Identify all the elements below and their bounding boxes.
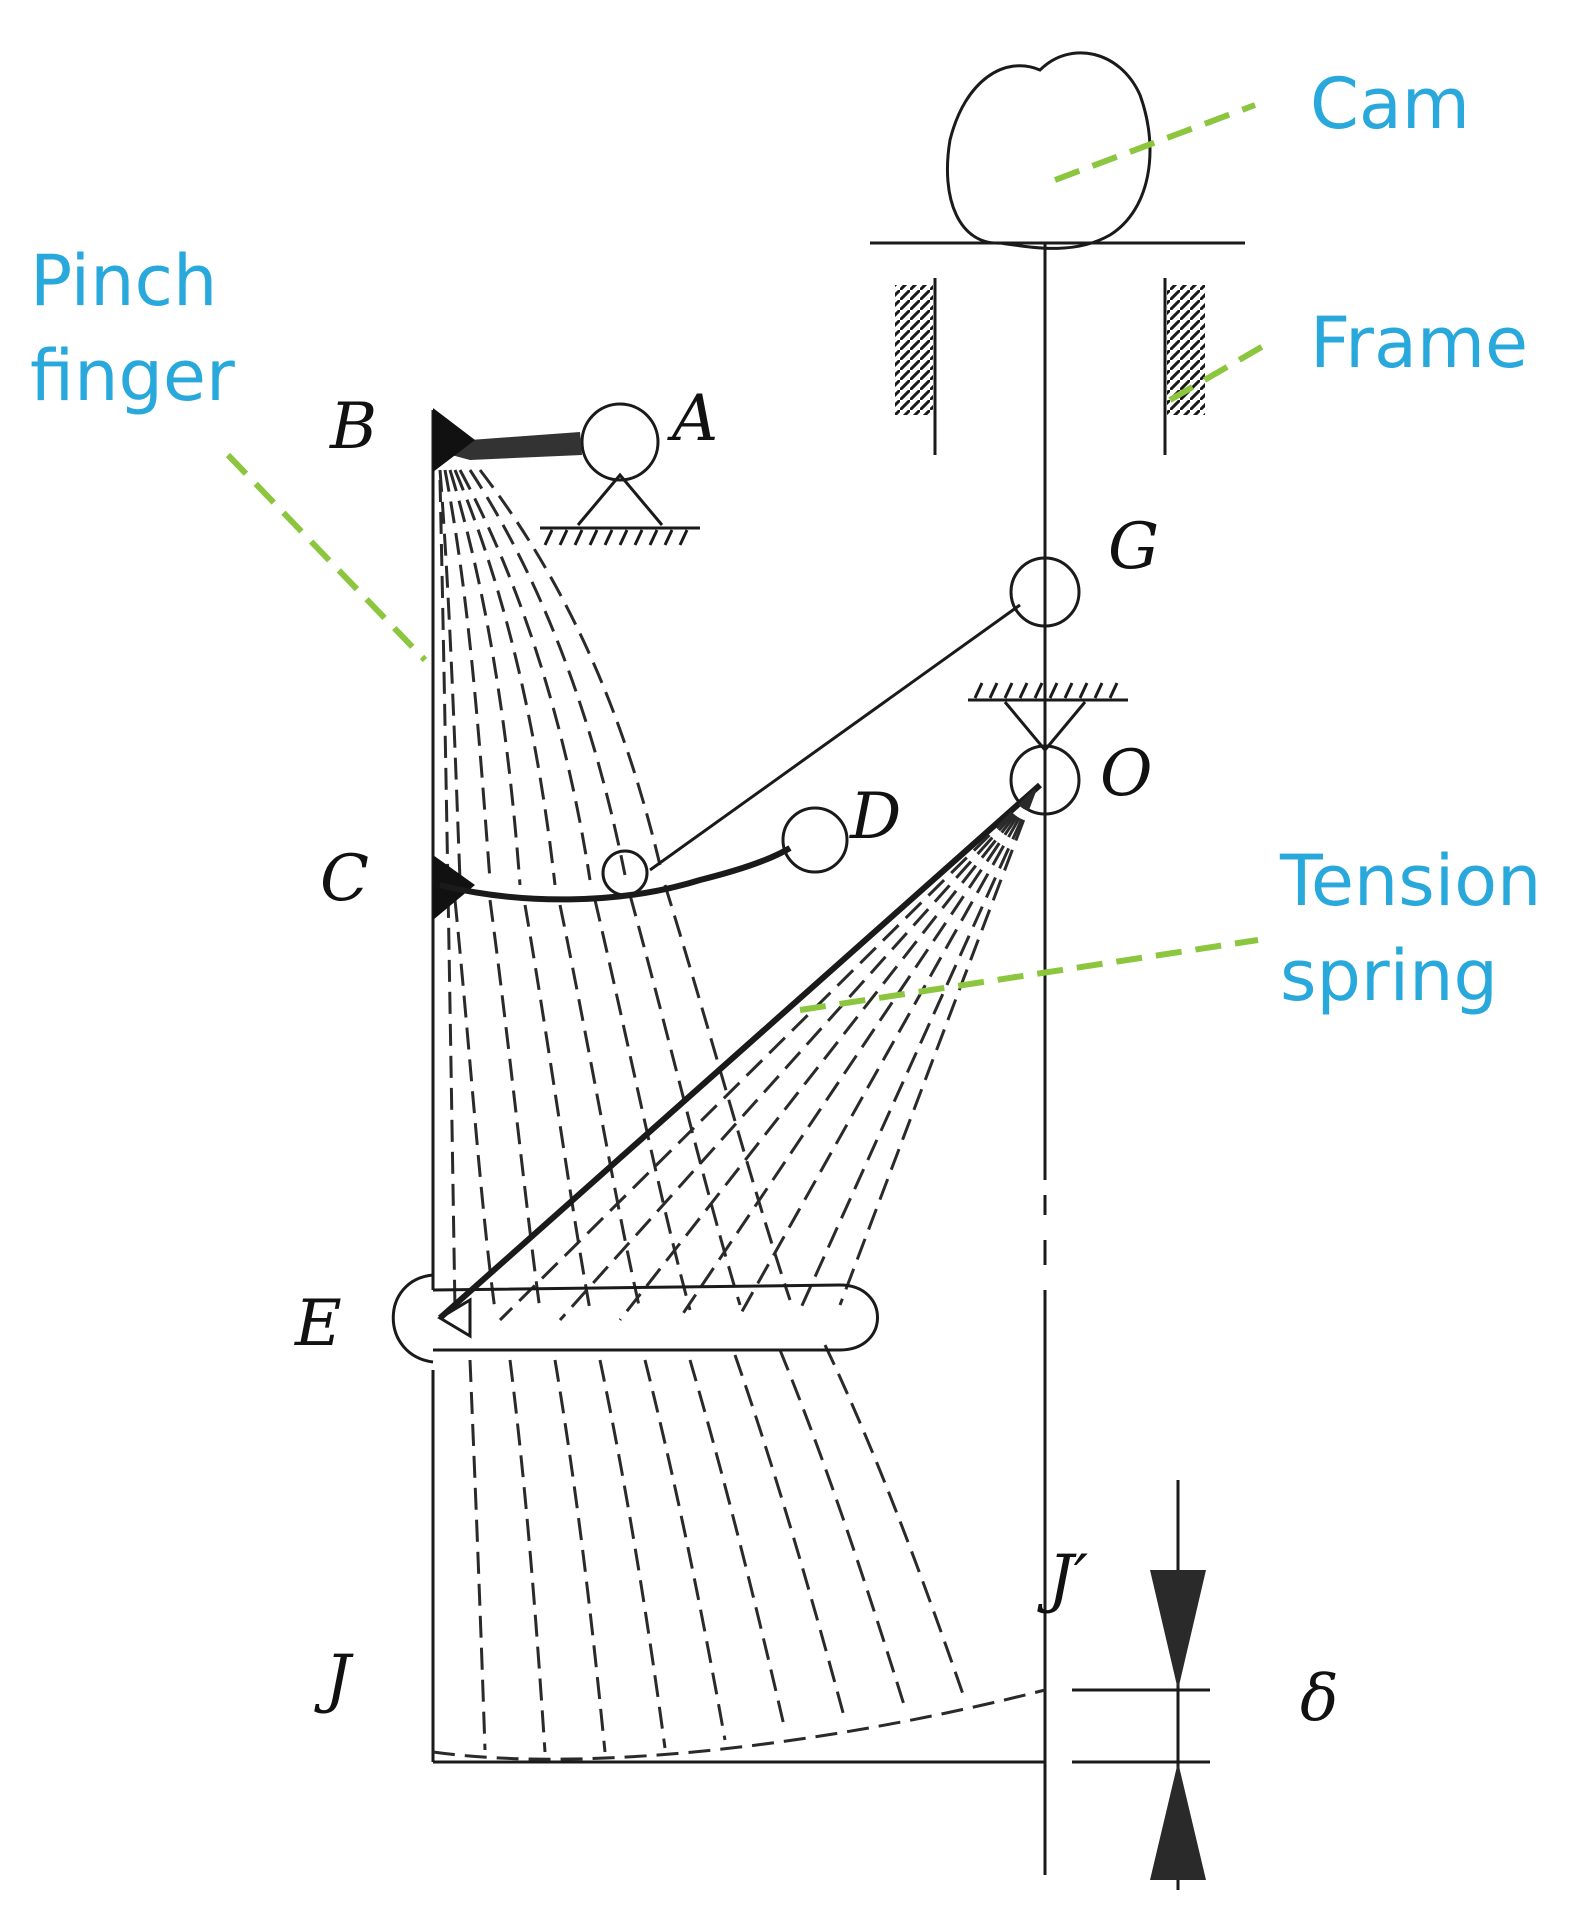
point-label-delta: δ <box>1300 1662 1339 1736</box>
tension-spring-label-2: spring <box>1280 935 1498 1017</box>
pinch-finger-label-2: finger <box>30 335 235 417</box>
cam-leader <box>1053 102 1257 183</box>
joint-g <box>1009 556 1081 628</box>
spring-motion-fan <box>498 788 1037 1322</box>
tension-spring-leader <box>799 937 1259 1013</box>
pivot-o-support <box>1003 701 1087 753</box>
point-label-o: O <box>1100 737 1152 811</box>
link-ab-wedge <box>433 410 582 460</box>
joint-e-slot <box>432 1283 879 1352</box>
pivot-a-support <box>576 472 664 526</box>
joint-c-knob <box>601 849 649 897</box>
frame-leader <box>1168 342 1267 403</box>
cam-label: Cam <box>1310 63 1470 145</box>
point-label-a: A <box>667 382 718 456</box>
frame-guide-left <box>895 278 937 455</box>
tension-spring-label-1: Tension <box>1279 840 1541 922</box>
link-g <box>649 603 1021 872</box>
delta-arrow-bottom <box>1150 1762 1206 1880</box>
joint-o <box>1009 744 1081 816</box>
joint-e-housing <box>391 1273 434 1364</box>
point-label-c: C <box>320 842 369 916</box>
point-label-g: G <box>1108 510 1159 584</box>
delta-arrow-top <box>1150 1570 1206 1690</box>
joint-a <box>580 402 660 482</box>
pivot-a-hatch <box>543 529 689 546</box>
pinch-finger-leader <box>225 452 428 663</box>
cam-shape <box>945 51 1152 250</box>
link-cd-curve <box>439 845 792 903</box>
finger-motion-fan <box>432 469 1046 1761</box>
frame-guide-right <box>1163 278 1205 455</box>
joint-d <box>781 806 849 874</box>
point-label-e: E <box>294 1287 342 1361</box>
point-label-j: J <box>314 1642 354 1716</box>
pivot-o-hatch <box>973 682 1119 699</box>
point-label-d: D <box>849 780 901 854</box>
joint-e-marker <box>437 1297 472 1339</box>
pinch-finger-label-1: Pinch <box>30 240 217 322</box>
point-label-b: B <box>329 390 377 464</box>
frame-label: Frame <box>1310 302 1528 384</box>
tension-spring-line <box>438 782 1042 1321</box>
finger-tip-b <box>433 408 475 472</box>
